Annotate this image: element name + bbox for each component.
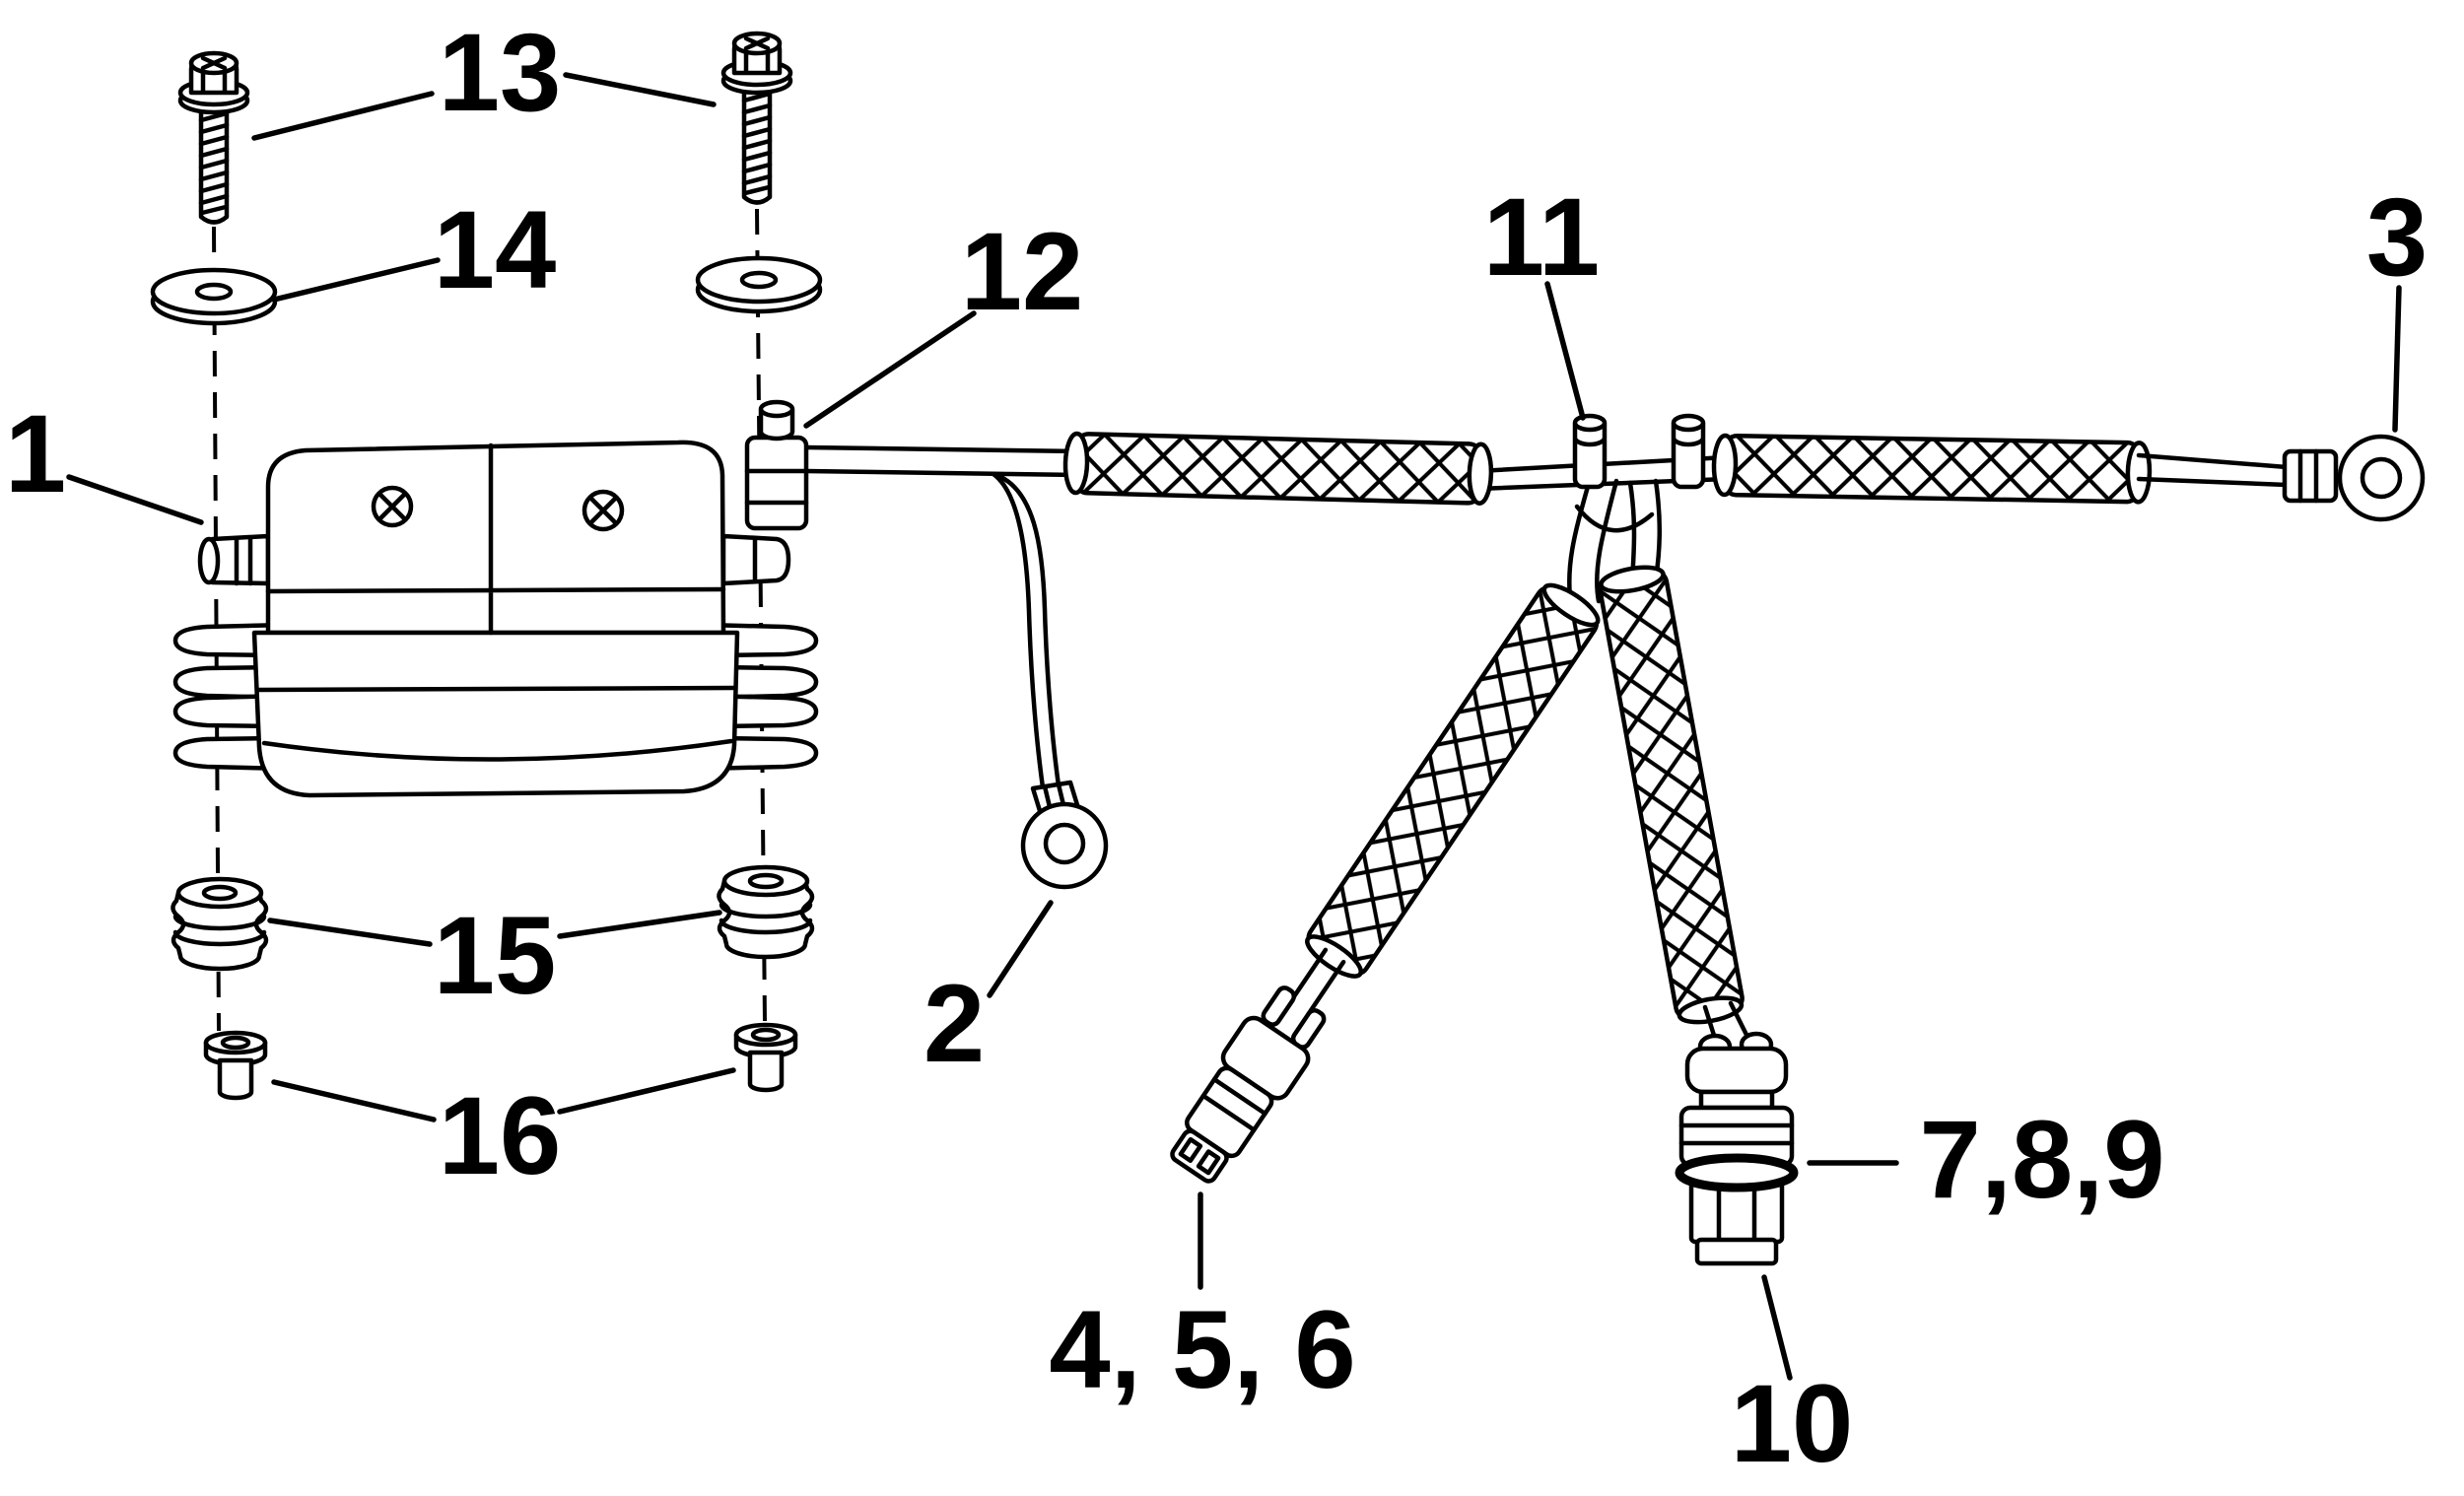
- connector-plug-right: [1675, 1000, 1799, 1266]
- harness-sleeve-branch-right: [1598, 565, 1745, 1025]
- harness-sleeve-branch-left: [1305, 582, 1601, 979]
- callout-1: 1: [5, 392, 66, 515]
- ring-terminal-right: [2136, 434, 2426, 522]
- connector-plug-left: [1170, 947, 1346, 1184]
- callout-15: 15: [434, 894, 557, 1017]
- leader-lines: [66, 72, 2402, 1381]
- o-ring: [1675, 1153, 1799, 1192]
- harness-terminal-block: [744, 399, 809, 531]
- grommet-right: [719, 867, 812, 957]
- grommet-left: [171, 876, 269, 972]
- bushing-left: [203, 1030, 268, 1101]
- solenoid-assembly: [172, 440, 819, 798]
- cable-clip: [1572, 413, 1608, 490]
- washer-right: [698, 258, 820, 311]
- callout-10: 10: [1731, 1362, 1854, 1485]
- mounting-bolt-left: [177, 50, 250, 225]
- callout-4-5-6: 4, 5, 6: [1049, 1288, 1355, 1411]
- callout-14: 14: [434, 188, 557, 311]
- cable-clip-2: [1671, 413, 1706, 490]
- ground-wire: [991, 471, 1109, 890]
- harness-sleeve-upper-left: [1062, 431, 1494, 506]
- callout-2: 2: [924, 962, 985, 1085]
- harness-sleeve-upper-right: [1711, 433, 2153, 505]
- callout-7-8-9: 7,8,9: [1919, 1098, 2164, 1221]
- callout-13: 13: [439, 11, 562, 134]
- callout-3: 3: [2366, 175, 2428, 299]
- callout-12: 12: [961, 210, 1084, 333]
- callouts: 13 14 1 12 11 3 2 4, 5, 6 7,8,9 10 15 16: [5, 11, 2428, 1485]
- callout-11: 11: [1483, 175, 1600, 299]
- callout-16: 16: [439, 1074, 562, 1197]
- washer-left: [150, 267, 278, 326]
